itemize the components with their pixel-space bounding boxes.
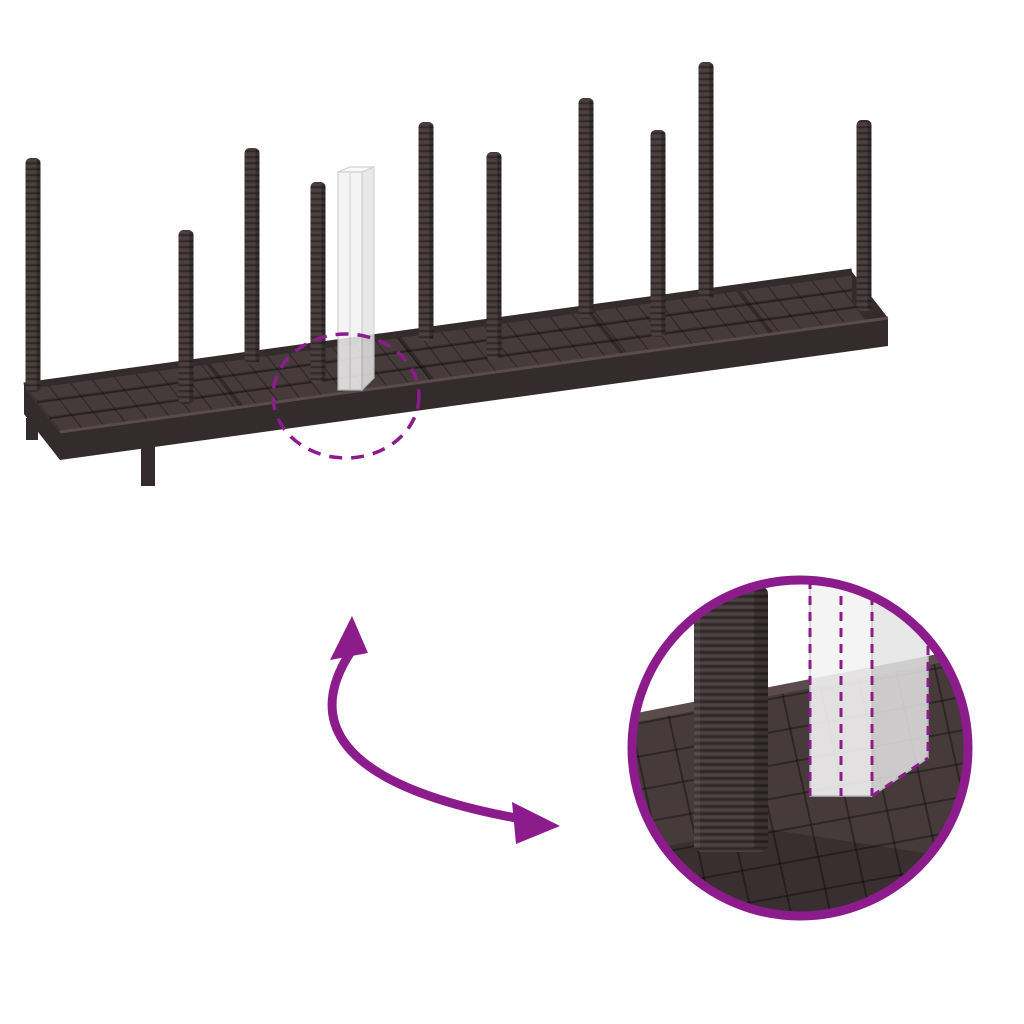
deck-front-face <box>60 318 888 460</box>
rack-post-shade <box>255 150 260 362</box>
rack-post-shade <box>321 184 326 382</box>
rack-post <box>418 122 434 341</box>
inset-post <box>694 586 768 852</box>
rotation-arrow-curve <box>327 647 517 823</box>
rack-post <box>698 62 714 300</box>
deck-divider <box>734 286 774 336</box>
inset-ghost-post <box>809 584 929 798</box>
rack-post <box>856 120 872 311</box>
rack-post-texture <box>418 122 434 341</box>
rack-post-shade <box>497 154 502 358</box>
highlight-dashed-circle <box>271 332 421 460</box>
rack-post-texture <box>25 158 41 392</box>
deck-divider <box>395 333 435 383</box>
deck-surface-lattice <box>24 272 888 432</box>
rack-post-texture <box>650 130 666 337</box>
rack-post-texture <box>486 152 502 360</box>
rack-post <box>178 230 194 404</box>
deck-divider <box>204 359 244 409</box>
rack-post-texture <box>578 98 594 319</box>
deck-divider <box>585 307 625 356</box>
rack-post-shade <box>661 132 666 335</box>
rack-post-shade <box>36 160 41 390</box>
rack-post-texture <box>310 182 326 384</box>
frame-foot <box>141 446 155 486</box>
rack-post-shade <box>709 64 714 298</box>
rotation-arrow <box>327 616 560 844</box>
rack-post-shade <box>867 122 872 309</box>
rack-post-texture <box>244 148 260 364</box>
deck-left-face <box>24 386 60 460</box>
rack-post <box>310 182 326 384</box>
rack-post <box>578 98 594 319</box>
rack-post-shade <box>429 124 434 339</box>
rack-post <box>486 152 502 360</box>
inset-guide-top-slant <box>872 566 928 580</box>
inset-circle-border <box>627 575 973 921</box>
inset-post-texture <box>694 586 768 852</box>
rotation-arrow-head-up <box>330 616 368 660</box>
rack-post <box>25 158 41 392</box>
frame-foot <box>26 418 38 440</box>
inset-post-shade <box>754 590 768 848</box>
ghost-post-side <box>361 166 375 392</box>
rack-post <box>650 130 666 337</box>
rack-base <box>23 268 889 486</box>
detail-inset <box>627 566 973 921</box>
deck-front-rim-highlight <box>59 316 889 434</box>
deck-divider <box>36 286 866 404</box>
ghost-post <box>337 166 375 392</box>
rotation-arrow-head-right <box>512 802 560 844</box>
rack-post-texture <box>856 120 872 311</box>
inset-post-highlight <box>694 590 700 848</box>
rack-post-texture <box>178 230 194 404</box>
rack-illustration <box>23 62 889 486</box>
rack-post <box>244 148 260 364</box>
deck-back-rim <box>23 268 853 390</box>
rack-post-shade <box>589 100 594 317</box>
inset-guide-bottom-slant <box>871 756 929 798</box>
rack-posts <box>25 62 872 404</box>
rack-post-texture <box>698 62 714 300</box>
rack-post-shade <box>189 232 194 402</box>
